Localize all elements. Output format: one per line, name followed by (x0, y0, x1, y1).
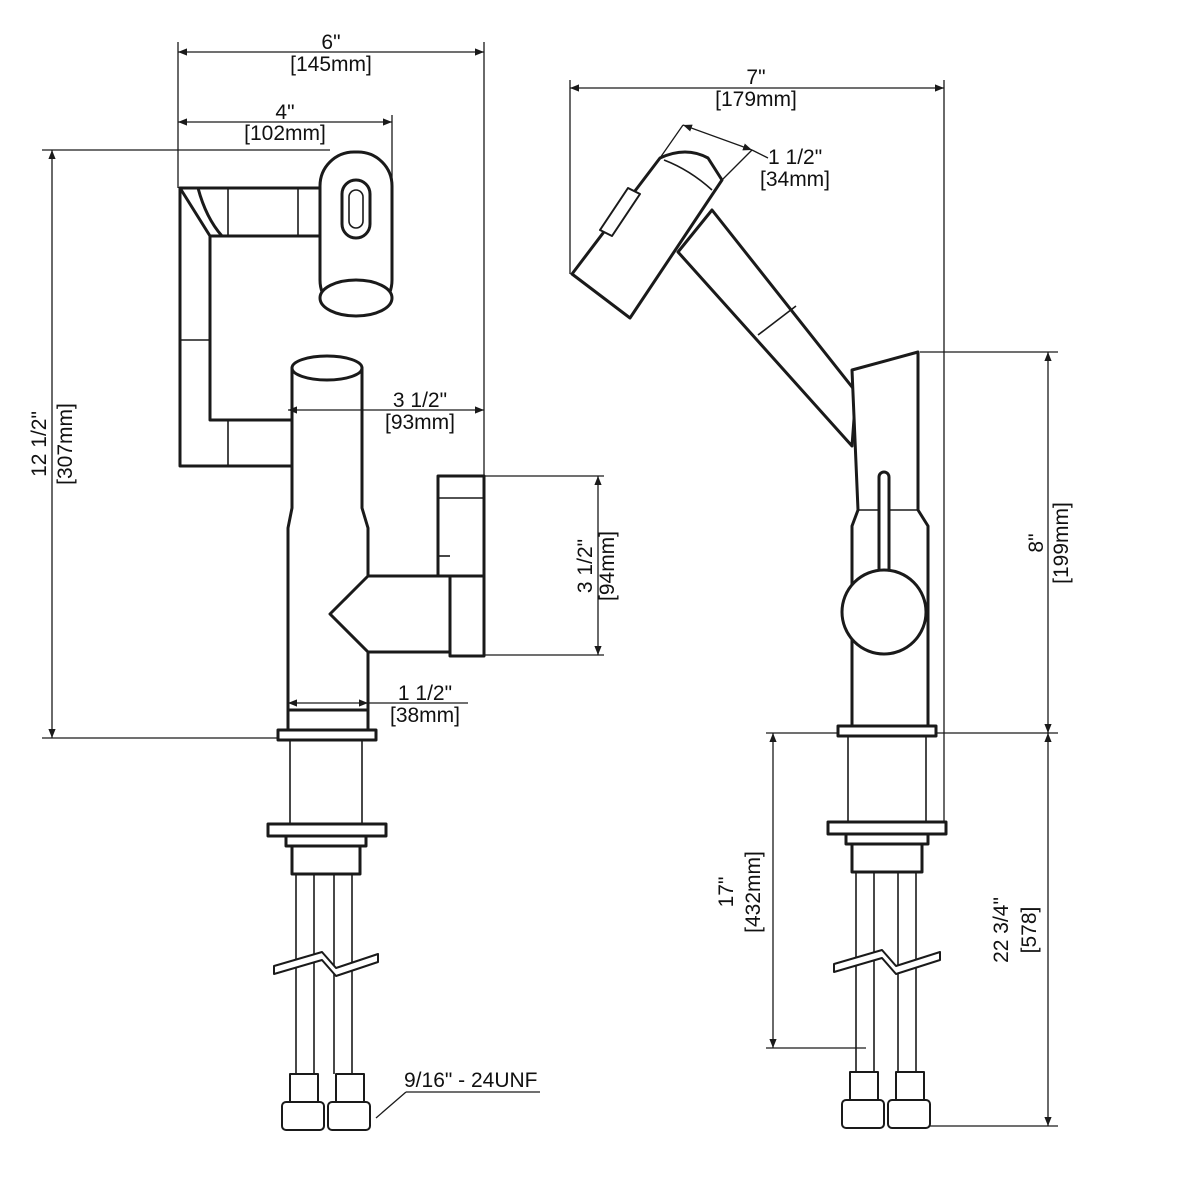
spout-reach-metric: [102mm] (244, 122, 326, 145)
front-labels: 6" [145mm] 4" [102mm] 12 1/2" [307mm] 3 … (28, 31, 619, 1092)
front-supply-hoses (273, 874, 379, 1131)
body-to-handle-metric: [93mm] (385, 411, 455, 434)
shank-length-imperial: 17" (715, 877, 738, 908)
base-diameter-imperial: 1 1/2" (398, 682, 452, 705)
hose-length-imperial: 22 3/4" (990, 897, 1013, 963)
spout-reach-imperial: 4" (275, 101, 294, 124)
side-labels: 7" [179mm] 1 1/2" [34mm] 8" [199mm] 17" … (715, 66, 1073, 963)
overall-height-imperial: 12 1/2" (28, 411, 51, 477)
front-mounting-shank (266, 740, 388, 876)
front-spray-head (318, 150, 394, 318)
handle-height-metric: [94mm] (596, 531, 619, 601)
body-height-metric: [199mm] (1050, 502, 1073, 584)
side-width-imperial: 7" (746, 66, 765, 89)
side-width-metric: [179mm] (715, 88, 797, 111)
side-supply-hoses (833, 872, 941, 1129)
side-mounting-shank (826, 736, 948, 874)
side-pullout-wand (676, 208, 858, 448)
side-dimensions (569, 80, 1058, 1127)
front-handle (328, 474, 486, 658)
sprayer-width-imperial: 1 1/2" (768, 146, 822, 169)
overall-height-metric: [307mm] (54, 403, 77, 485)
base-diameter-metric: [38mm] (390, 704, 460, 727)
handle-height-imperial: 3 1/2" (574, 539, 597, 593)
side-view-faucet (570, 150, 948, 1129)
body-to-handle-imperial: 3 1/2" (393, 389, 447, 412)
connector-thread-label: 9/16" - 24UNF (404, 1069, 538, 1092)
sprayer-width-metric: [34mm] (760, 168, 830, 191)
side-handle (840, 470, 928, 656)
front-dimensions (42, 42, 604, 1119)
front-view-faucet (178, 150, 486, 1131)
hose-length-metric: [578] (1018, 907, 1041, 954)
shank-length-metric: [432mm] (742, 851, 765, 933)
body-height-imperial: 8" (1025, 533, 1048, 552)
front-width-imperial: 6" (321, 31, 340, 54)
side-sprayer-head (570, 150, 724, 320)
front-width-metric: [145mm] (290, 53, 372, 76)
front-body (276, 354, 378, 742)
front-spout (178, 186, 332, 468)
